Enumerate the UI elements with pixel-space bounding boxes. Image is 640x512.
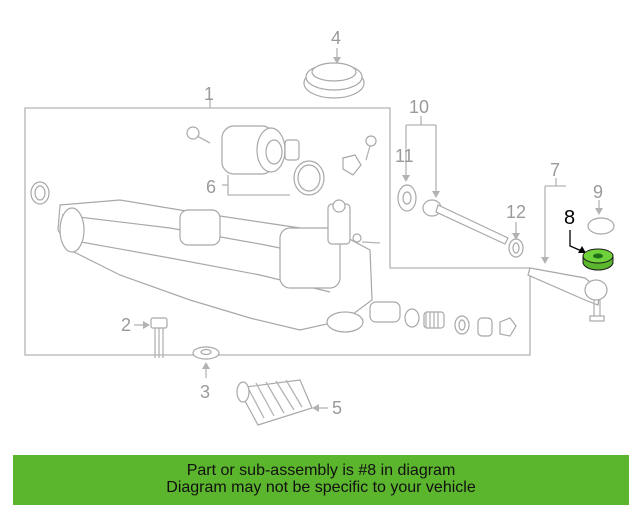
callout-8: 8 — [564, 207, 575, 229]
part-3-washer[interactable] — [192, 346, 220, 360]
part-9-cap[interactable] — [587, 217, 615, 235]
banner-line-2: Diagram may not be specific to your vehi… — [166, 479, 476, 496]
callout-1: 1 — [204, 84, 214, 104]
callout-6: 6 — [206, 177, 216, 197]
info-banner: Part or sub-assembly is #8 in diagram Di… — [13, 455, 629, 505]
part-7-tie-rod-end[interactable] — [527, 267, 608, 322]
callout-4: 4 — [331, 28, 341, 48]
callout-5: 5 — [332, 398, 342, 418]
callout-10: 10 — [409, 97, 429, 117]
part-11-lock-washer[interactable] — [397, 184, 417, 212]
part-5-boot[interactable] — [236, 379, 313, 426]
parts-diagram: 1 4 6 — [24, 28, 615, 426]
banner-line-1: Part or sub-assembly is #8 in diagram — [186, 462, 456, 479]
callout-2: 2 — [121, 315, 131, 335]
part-6-motor-assembly[interactable] — [186, 125, 377, 196]
callout-9: 9 — [593, 182, 603, 202]
part-2-bolt[interactable] — [150, 317, 168, 358]
callout-11: 11 — [395, 146, 414, 166]
rack-end-parts[interactable] — [369, 301, 517, 337]
part-12-washer[interactable] — [508, 238, 524, 258]
callout-3: 3 — [200, 382, 210, 402]
callout-7: 7 — [550, 160, 560, 180]
part-10-tie-rod[interactable] — [422, 199, 509, 245]
callout-12: 12 — [506, 202, 526, 222]
steering-rack-body[interactable] — [30, 181, 381, 333]
part-4-mount-ring[interactable] — [303, 62, 365, 99]
part-8-nut-highlighted[interactable] — [582, 248, 614, 271]
